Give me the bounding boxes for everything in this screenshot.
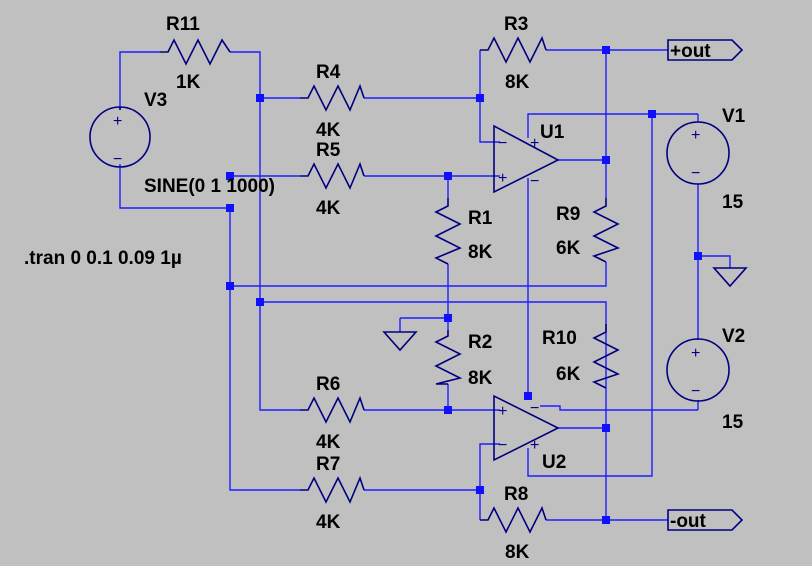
voltage-source-v1[interactable]: + − [666,121,730,185]
opamp-u2[interactable]: + − − + [493,394,560,462]
v1-minus-sign: − [691,165,700,182]
voltage-source-v3[interactable]: + − [89,106,151,168]
r3-name: R3 [504,14,528,35]
r1-value: 8K [468,242,493,263]
wires [119,49,731,521]
r6-value: 4K [316,432,341,453]
u1-minus-sign: − [498,135,507,152]
v3-minus-sign: − [113,151,122,168]
v1-value: 15 [722,192,744,213]
v3-name: V3 [144,90,167,111]
r7-value: 4K [316,512,341,533]
resistor-r9[interactable] [591,198,621,263]
r9-value: 6K [556,238,581,259]
u2-vplus-sign: + [530,437,539,454]
r11-name: R11 [166,14,200,35]
r10-value: 6K [556,364,581,385]
u1-vplus-sign: + [530,135,539,152]
u1-plus-sign: + [498,170,507,187]
r1-name: R1 [468,208,493,229]
r11-value: 1K [176,72,201,93]
v1-name: V1 [722,106,746,127]
port-plus-out-label: +out [670,41,711,62]
resistor-r11[interactable] [160,38,231,66]
resistor-r7[interactable] [300,475,365,504]
resistor-r5[interactable] [300,161,365,190]
r7-name: R7 [316,454,340,475]
r10-name: R10 [542,328,577,349]
r5-value: 4K [316,198,341,219]
v2-name: V2 [722,326,745,347]
v1-plus-sign: + [691,127,700,144]
v3-value: SINE(0 1 1000) [144,176,275,197]
r2-value: 8K [468,368,493,389]
v3-plus-sign: + [113,113,122,130]
u2-minus-sign: − [498,437,507,454]
v2-minus-sign: − [691,383,700,400]
ground-symbol-r2 [382,331,418,352]
u2-name: U2 [542,452,566,473]
port-minus-out[interactable]: -out [667,509,744,532]
v2-plus-sign: + [691,345,700,362]
u2-plus-sign: + [498,403,507,420]
resistor-r10[interactable] [591,324,621,389]
junctions [226,46,702,524]
r4-value: 4K [316,120,341,141]
u1-name: U1 [540,122,565,143]
u1-vminus-sign: − [530,173,539,190]
opamp-u1[interactable]: − + + − [493,124,560,194]
voltage-source-v2[interactable]: + − [666,338,730,402]
component-labels: R11 1K V3 SINE(0 1 1000) R3 8K R4 4K R5 … [24,14,746,563]
r8-name: R8 [504,484,528,505]
v2-value: 15 [722,412,744,433]
resistor-r4[interactable] [300,83,365,112]
resistor-r3[interactable] [480,35,547,64]
r2-name: R2 [468,332,492,353]
r4-name: R4 [316,62,341,83]
r5-name: R5 [316,140,341,161]
tran-directive[interactable]: .tran 0 0.1 0.09 1µ [24,248,182,269]
resistor-r8[interactable] [480,505,547,534]
r8-value: 8K [505,542,530,563]
resistor-r2[interactable] [434,330,463,385]
u2-vminus-sign: − [530,400,539,417]
port-plus-out[interactable]: +out [667,39,744,62]
resistor-r1[interactable] [434,198,462,265]
r6-name: R6 [316,374,340,395]
r9-name: R9 [556,204,580,225]
port-minus-out-label: -out [670,511,707,532]
r3-value: 8K [505,72,530,93]
resistor-r6[interactable] [300,395,365,424]
ground-symbol-v [712,267,748,288]
